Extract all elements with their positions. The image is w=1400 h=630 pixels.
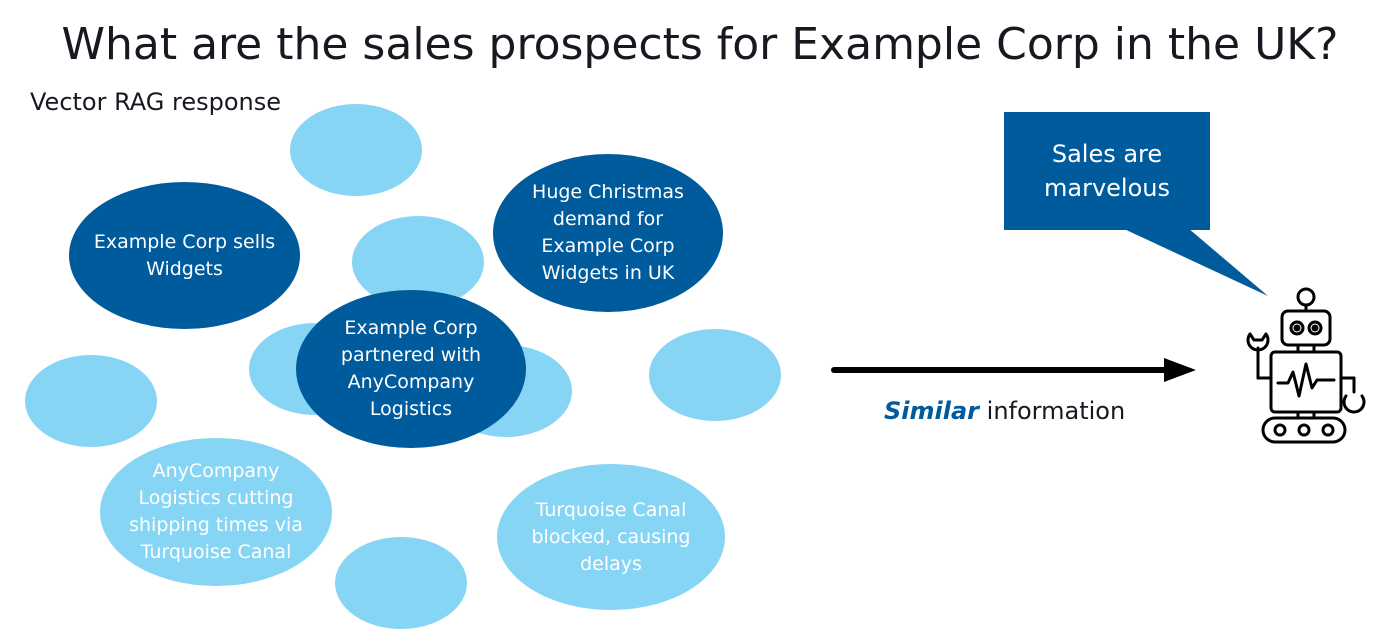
speech-bubble: Sales are marvelous: [1004, 112, 1210, 230]
ellipse-partnered-logistics: Example Corp partnered with AnyCompany L…: [296, 290, 526, 448]
ellipse-label: Turquoise Canal blocked, causing delays: [531, 498, 691, 575]
unlabeled-ellipse: [290, 104, 422, 196]
unlabeled-ellipse: [335, 537, 467, 629]
ellipse-logistics-shipping: AnyCompany Logistics cutting shipping ti…: [100, 438, 332, 586]
arrow-caption-rest: information: [979, 397, 1126, 425]
unlabeled-ellipse: [649, 329, 781, 421]
unlabeled-ellipse: [25, 355, 157, 447]
ellipse-label: Huge Christmas demand for Example Corp W…: [532, 181, 684, 284]
ellipse-label: Example Corp partnered with AnyCompany L…: [340, 317, 482, 420]
ellipse-corp-sells-widgets: Example Corp sells Widgets: [69, 182, 300, 329]
arrow-caption-emphasis: Similar: [884, 397, 980, 425]
ellipse-label: Example Corp sells Widgets: [93, 230, 276, 280]
right-arrow-icon: [831, 358, 1196, 382]
robot-icon: [1246, 287, 1366, 444]
arrow-caption: Similar information: [884, 394, 1125, 428]
ellipse-christmas-demand: Huge Christmas demand for Example Corp W…: [493, 154, 723, 312]
speech-bubble-text: Sales are marvelous: [1044, 140, 1170, 202]
ellipse-label: AnyCompany Logistics cutting shipping ti…: [129, 460, 303, 563]
ellipse-canal-blocked: Turquoise Canal blocked, causing delays: [497, 464, 725, 610]
page-subtitle: Vector RAG response: [30, 88, 282, 116]
page-title: What are the sales prospects for Example…: [61, 19, 1339, 70]
